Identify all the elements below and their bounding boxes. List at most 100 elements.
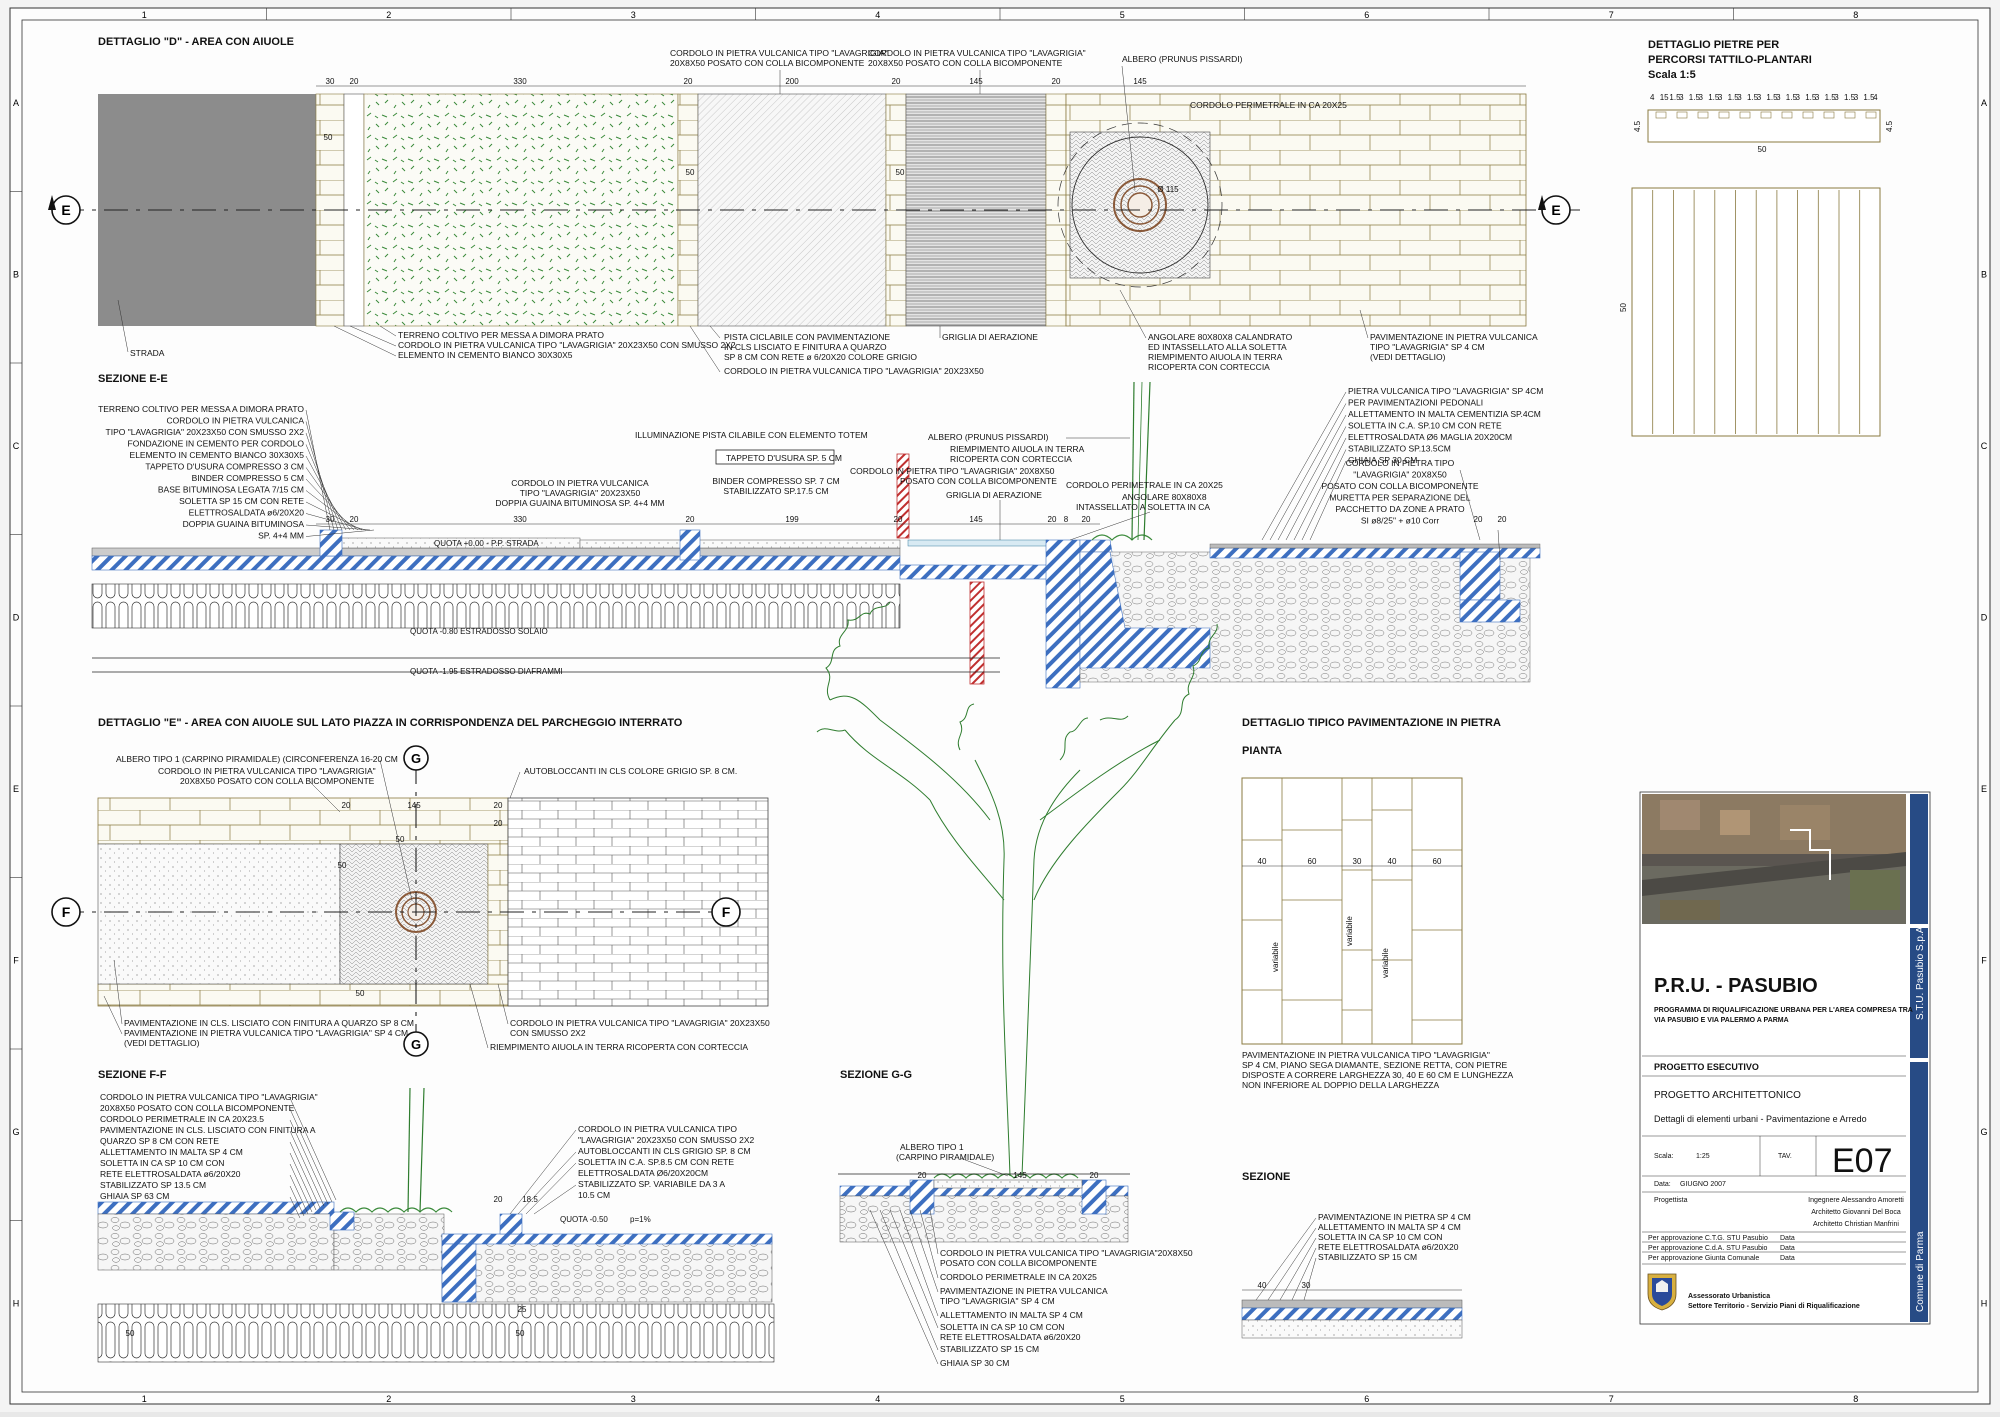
tactile-tick: 3 bbox=[1776, 93, 1781, 102]
label-ff-right-14: ELETTROSALDATA Ø6/20X20CM bbox=[578, 1168, 708, 1178]
leader-line bbox=[289, 1141, 321, 1209]
quote-ee-2: QUOTA -1.95 ESTRADOSSO DIAFRAMMI bbox=[410, 667, 563, 676]
label-e-concrete: PAVIMENTAZIONE IN CLS. LISCIATO CON FINI… bbox=[124, 1018, 414, 1028]
date-label: Data: bbox=[1654, 1181, 1671, 1188]
label-ee-left-10: DOPPIA GUAINA BITUMINOSA bbox=[183, 519, 305, 529]
label-d-bike-5: IN CLS LISCIATO E FINITURA A QUARZO bbox=[724, 342, 887, 352]
leader-line bbox=[333, 325, 397, 357]
label-ee-right-5: STABILIZZATO SP.13.5CM bbox=[1348, 444, 1451, 454]
label-ee-right-3: SOLETTA IN C.A. SP.10 CM CON RETE bbox=[1348, 421, 1502, 431]
section-marker-g-bottom: G bbox=[403, 1031, 429, 1057]
tactile-tick: 3 bbox=[1757, 93, 1762, 102]
label-ee-angle: ANGOLARE 80X80X8 bbox=[1122, 492, 1207, 502]
dim-d-curb: 50 bbox=[324, 133, 333, 142]
tactile-title-2: PERCORSI TATTILO-PLANTARI bbox=[1648, 54, 1812, 66]
leader-line bbox=[1279, 1237, 1317, 1301]
cycle-path-ee bbox=[579, 539, 901, 549]
label-e-see: (VEDI DETTAGLIO) bbox=[124, 1038, 200, 1048]
grid-col-label: 8 bbox=[1853, 10, 1858, 20]
label-ee-right-1: PER PAVIMENTAZIONI PEDONALI bbox=[1348, 398, 1483, 408]
retaining-wall-ee-2 bbox=[1079, 551, 1211, 669]
dim-typ-3: 40 bbox=[1388, 857, 1397, 866]
label-d-bike-6: SP 8 CM CON RETE ø 6/20X20 COLORE GRIGIO bbox=[724, 352, 917, 362]
label-d-curb-2: CORDOLO IN PIETRA VULCANICA TIPO "LAVAGR… bbox=[868, 48, 1086, 58]
office-1: Assessorato Urbanistica bbox=[1688, 1293, 1770, 1300]
leader-line bbox=[929, 1209, 939, 1255]
grid-col-label: 3 bbox=[631, 10, 636, 20]
label-ee-right-2: ALLETTAMENTO IN MALTA CEMENTIZIA SP.4CM bbox=[1348, 409, 1541, 419]
leader-line bbox=[289, 1097, 337, 1201]
leader-line bbox=[349, 325, 397, 347]
leader-line bbox=[1359, 309, 1369, 339]
tactile-detail: DETTAGLIO PIETRE PER PERCORSI TATTILO-PL… bbox=[1619, 39, 1894, 437]
tactile-rib bbox=[1844, 111, 1856, 119]
marker-e-text-2: E bbox=[1551, 202, 1560, 218]
tree-trunk bbox=[1120, 185, 1160, 225]
section-marker-f-left: F bbox=[51, 897, 81, 927]
leader-line bbox=[1459, 469, 1481, 541]
leader-line bbox=[379, 325, 397, 337]
project-subject: Dettagli di elementi urbani - Pavimentaz… bbox=[1654, 1114, 1867, 1124]
label-ee-curb-b: POSATO CON COLLA BICOMPONENTE bbox=[900, 476, 1057, 486]
tactile-tick: 3 bbox=[1679, 93, 1684, 102]
label-ee-right-11: PACCHETTO DA ZONE A PRATO bbox=[1335, 504, 1465, 514]
grid-col-label: 5 bbox=[1120, 10, 1125, 20]
marker-f-text: F bbox=[62, 904, 71, 920]
tactile-tick: 1.5 bbox=[1805, 93, 1817, 102]
label-d-bottom-2: CORDOLO IN PIETRA VULCANICA TIPO "LAVAGR… bbox=[398, 340, 736, 350]
dim-gg-0: 20 bbox=[918, 1171, 927, 1180]
label-ff-right-15: STABILIZZATO SP. VARIABILE DA 3 A bbox=[578, 1179, 725, 1189]
label-ee-stab: STABILIZZATO SP.17.5 CM bbox=[723, 486, 828, 496]
label-ff-left-1: 20X8X50 POSATO CON COLLA BICOMPONENTE bbox=[100, 1103, 295, 1113]
label-d-tree-12: RICOPERTA CON CORTECCIA bbox=[1148, 362, 1270, 372]
approval-date-2: Data bbox=[1780, 1255, 1795, 1262]
label-ee-left-7: BASE BITUMINOSA LEGATA 7/15 CM bbox=[158, 485, 304, 495]
label-ee-wear: TAPPETO D'USURA SP. 5 CM bbox=[726, 453, 842, 463]
label-ee-mid-2: DOPPIA GUAINA BITUMINOSA SP. 4+4 MM bbox=[495, 498, 664, 508]
leader-line bbox=[305, 444, 343, 531]
tactile-rib bbox=[1655, 111, 1667, 119]
grid-row-label-right: F bbox=[1981, 955, 1987, 965]
leader-line bbox=[689, 325, 721, 373]
label-ee-right-8: "LAVAGRIGIA" 20X8X50 bbox=[1353, 470, 1447, 480]
dim-d-8: 145 bbox=[1133, 77, 1147, 86]
dim-d-7: 20 bbox=[1052, 77, 1061, 86]
designer-label: Progettista bbox=[1654, 1197, 1688, 1204]
grid-col-label: 6 bbox=[1364, 10, 1369, 20]
dim-typ-0: 40 bbox=[1258, 857, 1267, 866]
grid-col-label-bottom: 2 bbox=[386, 1394, 391, 1404]
label-sez-1: ALLETTAMENTO IN MALTA SP 4 CM bbox=[1318, 1222, 1461, 1232]
tactile-rib bbox=[1697, 111, 1709, 119]
label-gg-4: CORDOLO PERIMETRALE IN CA 20X25 bbox=[940, 1272, 1097, 1282]
label-ee-fill: RIEMPIMENTO AIUOLA IN TERRA bbox=[950, 444, 1085, 454]
grid-row-label-right: D bbox=[1981, 612, 1988, 622]
approval-1: Per approvazione C.d.A. STU Pasubio bbox=[1648, 1245, 1768, 1252]
stabilized-layer bbox=[1241, 1319, 1463, 1339]
leader-line bbox=[289, 1108, 333, 1203]
tactile-tick: 3 bbox=[1718, 93, 1723, 102]
leader-line bbox=[1497, 529, 1501, 561]
leader-line bbox=[509, 1129, 577, 1215]
grid-row-label-right: B bbox=[1981, 269, 1987, 279]
label-e-smusso: CON SMUSSO 2X2 bbox=[510, 1028, 586, 1038]
dim-sez-1: 30 bbox=[1302, 1281, 1311, 1290]
hollow-slab-ee bbox=[91, 583, 901, 629]
tree-crown-outline bbox=[1057, 122, 1223, 288]
label-d-tree-11: RIEMPIMENTO AIUOLA IN TERRA bbox=[1148, 352, 1283, 362]
leader-line bbox=[305, 524, 371, 531]
typical-section-title: SEZIONE bbox=[1242, 1171, 1290, 1183]
designer-0: Ingegnere Alessandro Amoretti bbox=[1808, 1197, 1904, 1204]
label-ee-curb: CORDOLO IN PIETRA TIPO "LAVAGRIGIA" 20X8… bbox=[850, 466, 1055, 476]
grid-col-label-bottom: 8 bbox=[1853, 1394, 1858, 1404]
grid-col-label-bottom: 4 bbox=[875, 1394, 880, 1404]
leader-line bbox=[289, 1119, 329, 1205]
label-gg-7: ALLETTAMENTO IN MALTA SP 4 CM bbox=[940, 1310, 1083, 1320]
leader-line bbox=[289, 1130, 325, 1207]
grid-row-label-right: E bbox=[1981, 784, 1987, 794]
curb-e bbox=[487, 843, 509, 985]
leader-line bbox=[909, 1209, 939, 1293]
dim-e-50b: 50 bbox=[338, 861, 347, 870]
leader-line bbox=[919, 1209, 939, 1279]
grid-col-label-bottom: 1 bbox=[142, 1394, 147, 1404]
